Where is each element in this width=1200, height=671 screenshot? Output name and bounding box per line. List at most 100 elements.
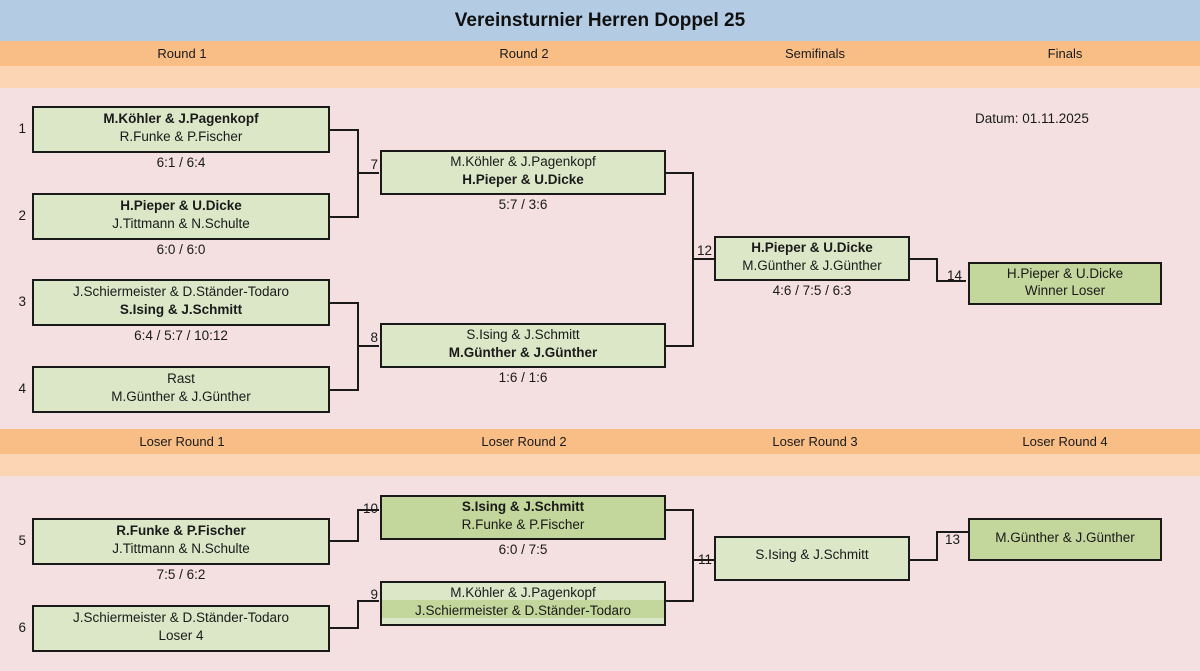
round-label-round-1: Round 1 — [157, 46, 207, 61]
round-label-round-2: Round 2 — [499, 46, 549, 61]
match-4-team-bottom: M.Günther & J.Günther — [111, 389, 251, 404]
connector-line — [692, 258, 714, 260]
round-label-loser-round-4: Loser Round 4 — [1022, 434, 1108, 449]
match-number-9: 9 — [370, 587, 378, 602]
connector-line — [330, 216, 359, 218]
match-number-8: 8 — [370, 330, 378, 345]
match-10-team-top: S.Ising & J.Schmitt — [461, 499, 585, 514]
match-3-team-top: J.Schiermeister & D.Ständer-Todaro — [72, 284, 290, 299]
match-8-score: 1:6 / 1:6 — [498, 370, 548, 385]
match-4-team-top: Rast — [167, 371, 195, 386]
match-12-team-top: H.Pieper & U.Dicke — [751, 240, 873, 255]
match-number-2: 2 — [18, 208, 26, 223]
connector-line — [936, 280, 966, 282]
match-3-team-bottom: S.Ising & J.Schmitt — [119, 302, 243, 317]
match-box-11[interactable]: S.Ising & J.Schmitt — [714, 536, 910, 581]
round-label-loser-round-2: Loser Round 2 — [481, 434, 567, 449]
match-box-14[interactable]: H.Pieper & U.Dicke Winner Loser — [968, 262, 1162, 305]
connector-line — [357, 600, 359, 629]
round-label-semifinals: Semifinals — [785, 46, 845, 61]
match-9-team-bottom: J.Schiermeister & D.Ständer-Todaro — [382, 600, 664, 618]
match-10-team-bottom: R.Funke & P.Fischer — [461, 517, 585, 532]
connector-line — [357, 345, 379, 347]
match-number-14: 14 — [946, 268, 962, 283]
match-number-7: 7 — [370, 157, 378, 172]
match-7-score: 5:7 / 3:6 — [498, 197, 548, 212]
match-box-9[interactable]: M.Köhler & J.Pagenkopf J.Schiermeister &… — [380, 581, 666, 626]
connector-line — [666, 600, 694, 602]
winner-round-header-band: Round 1 Round 2 Semifinals Finals — [0, 41, 1200, 66]
match-13-team-top: M.Günther & J.Günther — [995, 530, 1135, 545]
connector-line — [910, 258, 938, 260]
title-band: Vereinsturnier Herren Doppel 25 — [0, 0, 1200, 41]
match-5-team-top: R.Funke & P.Fischer — [116, 523, 246, 538]
connector-line — [666, 509, 694, 511]
match-6-team-bottom: Loser 4 — [158, 628, 204, 643]
match-1-team-top: M.Köhler & J.Pagenkopf — [103, 111, 259, 126]
match-number-11: 11 — [697, 552, 712, 567]
match-number-12: 12 — [696, 243, 712, 258]
match-12-team-bottom: M.Günther & J.Günther — [742, 258, 882, 273]
connector-line — [357, 600, 379, 602]
connector-line — [330, 627, 359, 629]
match-number-3: 3 — [18, 294, 26, 309]
connector-line — [330, 129, 359, 131]
match-box-5[interactable]: R.Funke & P.Fischer J.Tittmann & N.Schul… — [32, 518, 330, 565]
match-box-10[interactable]: S.Ising & J.Schmitt R.Funke & P.Fischer — [380, 495, 666, 540]
match-14-team-bottom: Winner Loser — [1024, 283, 1106, 298]
connector-line — [936, 531, 938, 561]
connector-line — [666, 172, 694, 174]
connector-line — [330, 302, 359, 304]
match-6-team-top: J.Schiermeister & D.Ständer-Todaro — [72, 610, 290, 625]
match-5-score: 7:5 / 6:2 — [156, 567, 206, 582]
loser-round-header-band: Loser Round 1 Loser Round 2 Loser Round … — [0, 429, 1200, 454]
match-1-team-bottom: R.Funke & P.Fischer — [119, 129, 243, 144]
tournament-date: Datum: 01.11.2025 — [975, 111, 1089, 126]
match-box-1[interactable]: M.Köhler & J.Pagenkopf R.Funke & P.Fisch… — [32, 106, 330, 153]
match-3-score: 6:4 / 5:7 / 10:12 — [134, 328, 228, 343]
match-12-score: 4:6 / 7:5 / 6:3 — [772, 283, 852, 298]
match-number-13: 13 — [944, 532, 960, 547]
match-2-score: 6:0 / 6:0 — [156, 242, 206, 257]
connector-line — [357, 172, 379, 174]
connector-line — [357, 509, 359, 542]
match-box-2[interactable]: H.Pieper & U.Dicke J.Tittmann & N.Schult… — [32, 193, 330, 240]
match-box-13[interactable]: M.Günther & J.Günther — [968, 518, 1162, 561]
match-7-team-bottom: H.Pieper & U.Dicke — [462, 172, 584, 187]
match-14-team-top: H.Pieper & U.Dicke — [1006, 266, 1124, 281]
match-number-10: 10 — [362, 501, 378, 516]
match-11-team-top: S.Ising & J.Schmitt — [755, 547, 869, 562]
match-10-score: 6:0 / 7:5 — [498, 542, 548, 557]
round-label-loser-round-1: Loser Round 1 — [139, 434, 225, 449]
round-label-loser-round-3: Loser Round 3 — [772, 434, 858, 449]
match-number-1: 1 — [18, 121, 26, 136]
match-box-4[interactable]: Rast M.Günther & J.Günther — [32, 366, 330, 413]
connector-line — [936, 258, 938, 282]
match-number-6: 6 — [18, 620, 26, 635]
match-box-6[interactable]: J.Schiermeister & D.Ständer-Todaro Loser… — [32, 605, 330, 652]
match-2-team-top: H.Pieper & U.Dicke — [120, 198, 242, 213]
connector-line — [330, 389, 359, 391]
round-label-finals: Finals — [1047, 46, 1083, 61]
winner-round-subband — [0, 66, 1200, 88]
match-number-4: 4 — [18, 381, 26, 396]
match-8-team-top: S.Ising & J.Schmitt — [466, 327, 580, 342]
match-box-12[interactable]: H.Pieper & U.Dicke M.Günther & J.Günther — [714, 236, 910, 281]
connector-line — [910, 559, 938, 561]
match-number-5: 5 — [18, 533, 26, 548]
match-7-team-top: M.Köhler & J.Pagenkopf — [450, 154, 596, 169]
connector-line — [692, 559, 714, 561]
match-box-8[interactable]: S.Ising & J.Schmitt M.Günther & J.Günthe… — [380, 323, 666, 368]
loser-round-subband — [0, 454, 1200, 476]
page-title: Vereinsturnier Herren Doppel 25 — [454, 10, 746, 31]
match-1-score: 6:1 / 6:4 — [156, 155, 206, 170]
match-box-7[interactable]: M.Köhler & J.Pagenkopf H.Pieper & U.Dick… — [380, 150, 666, 195]
match-box-3[interactable]: J.Schiermeister & D.Ständer-Todaro S.Isi… — [32, 279, 330, 326]
match-8-team-bottom: M.Günther & J.Günther — [448, 345, 598, 360]
connector-line — [330, 540, 359, 542]
connector-line — [936, 531, 968, 533]
connector-line — [357, 509, 379, 511]
match-9-team-top: M.Köhler & J.Pagenkopf — [382, 583, 664, 600]
connector-line — [666, 345, 694, 347]
